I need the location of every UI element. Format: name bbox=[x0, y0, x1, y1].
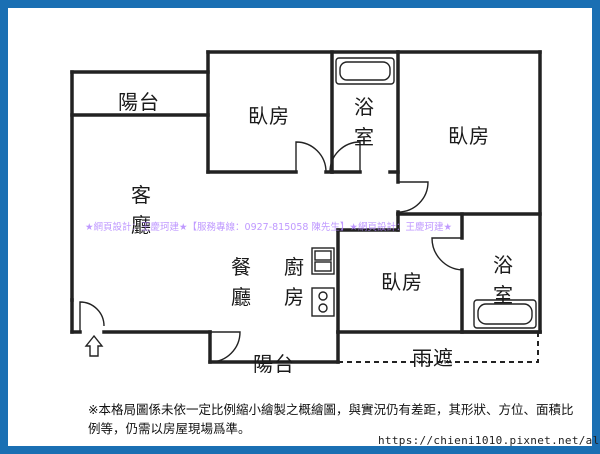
room-bedroom-3: 臥房 bbox=[381, 270, 423, 294]
room-living: 客廳 bbox=[131, 183, 151, 237]
room-dining: 餐廳 bbox=[231, 255, 251, 309]
door-bedroom3 bbox=[431, 237, 463, 271]
room-canopy: 雨遮 bbox=[412, 346, 454, 370]
entrance-arrow-icon bbox=[84, 334, 104, 357]
door-entrance bbox=[79, 301, 105, 332]
source-url: https://chieni1010.pixnet.net/album bbox=[378, 434, 600, 447]
disclaimer-text: ※本格局圖係未依一定比例縮小繪製之概繪圖，與實況仍有差距，其形狀、方位、面積比例… bbox=[88, 402, 574, 436]
canopy-outline bbox=[338, 332, 539, 363]
room-balcony-bottom: 陽台 bbox=[253, 352, 295, 376]
room-bedroom-1: 臥房 bbox=[248, 104, 290, 128]
door-bedroom2 bbox=[397, 181, 429, 213]
room-kitchen: 廚房 bbox=[284, 255, 304, 309]
stove-icon bbox=[311, 287, 335, 317]
room-bedroom-2: 臥房 bbox=[448, 124, 490, 148]
room-bath-1: 浴室 bbox=[354, 95, 374, 149]
door-balcony bbox=[209, 331, 241, 363]
room-balcony-top: 陽台 bbox=[118, 90, 160, 114]
sink-icon bbox=[311, 247, 335, 275]
watermark-text: ★網頁設計：王慶珂建★【服務專線：0927-815058 陳先生】★網頁設計：王… bbox=[85, 222, 452, 233]
door-bedroom1 bbox=[295, 141, 327, 173]
room-bath-2: 浴室 bbox=[493, 253, 513, 307]
